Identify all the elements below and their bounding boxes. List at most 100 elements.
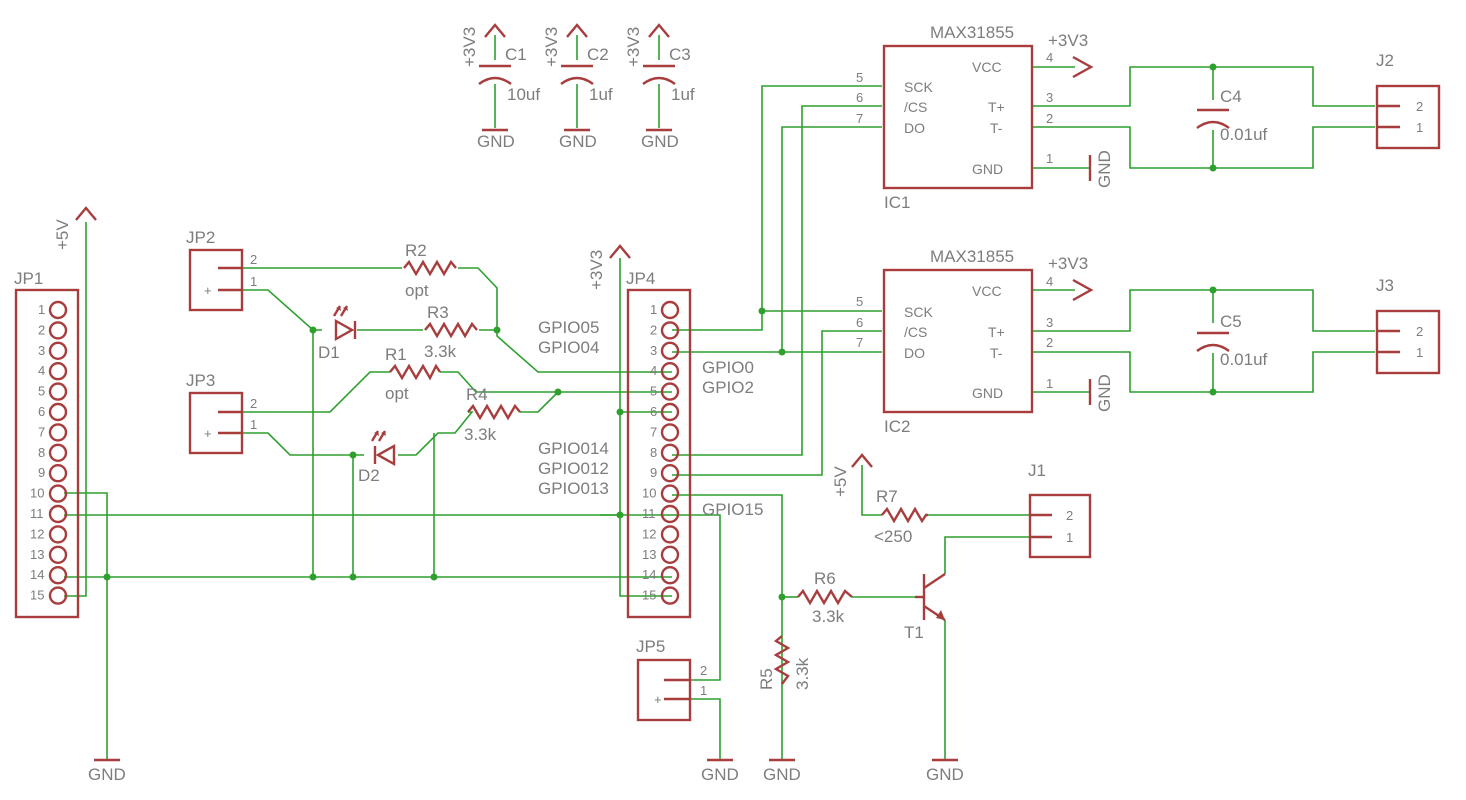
capacitor-c3: C3 1uf — [642, 45, 695, 104]
pin-number: 1 — [1046, 376, 1053, 391]
jp1-pin-number: 5 — [38, 384, 45, 399]
pin-number: 6 — [856, 90, 863, 105]
gnd-label: GND — [701, 765, 739, 784]
gnd-label: GND — [559, 132, 597, 151]
jp4-pin-number: 5 — [650, 384, 657, 399]
led-d1: D1 — [318, 305, 357, 362]
junction-dot — [430, 573, 438, 581]
pin-tminus: T- — [990, 345, 1003, 361]
capacitor-c1: C1 10uf — [478, 45, 540, 104]
jp4-pin-number: 15 — [642, 588, 656, 603]
pin-cs: /CS — [904, 99, 927, 115]
pin-gnd: GND — [972, 385, 1003, 401]
pin-number: 7 — [856, 335, 863, 350]
pin-number: 2 — [250, 396, 257, 411]
power-label-3v3: +3V3 — [587, 250, 606, 290]
jp1-pin-number: 11 — [30, 506, 44, 521]
ic2-value: MAX31855 — [930, 247, 1014, 266]
power-label-3v3: +3V3 — [460, 27, 479, 67]
jp4-pin-number: 14 — [642, 567, 656, 582]
jp1-pin-number: 15 — [30, 588, 44, 603]
r3-value: 3.3k — [424, 342, 457, 361]
jp4-pin-number: 7 — [650, 424, 657, 439]
jp1-pin-number: 3 — [38, 343, 45, 358]
gpio0-label: GPIO0 — [702, 358, 754, 377]
r4-name: R4 — [466, 385, 488, 404]
gpio-labels: GPIO05 GPIO04 GPIO0 GPIO2 GPIO014 GPIO01… — [538, 318, 763, 519]
jp4-pin-number: 13 — [642, 547, 656, 562]
pin-number: 2 — [1066, 508, 1073, 523]
c4-value: 0.01uf — [1220, 125, 1268, 144]
jp4-pin-1 — [660, 300, 680, 320]
gpio04-label: GPIO04 — [538, 338, 599, 357]
jp1-pin-12 — [48, 525, 68, 544]
j3-name: J3 — [1376, 276, 1394, 295]
r7-value: <250 — [874, 527, 912, 546]
pin-number: 1 — [1416, 120, 1423, 135]
resistor-r7: R7 <250 — [874, 487, 928, 546]
jp2-name: JP2 — [186, 228, 215, 247]
pin-plus: + — [654, 692, 662, 707]
pin-do: DO — [904, 120, 925, 136]
gnd-label: GND — [763, 765, 801, 784]
jp4-name: JP4 — [626, 269, 655, 288]
jp4-pin-10 — [660, 484, 680, 503]
j1-name: J1 — [1028, 461, 1046, 480]
junction-dot — [1209, 63, 1217, 71]
power-label-3v3: +3V3 — [542, 27, 561, 67]
jp1-pin-2 — [48, 321, 68, 340]
connector-j3: J3 2 1 — [1375, 276, 1441, 375]
pin-do: DO — [904, 345, 925, 361]
junction-dot — [103, 573, 111, 581]
jp1-pin-number: 6 — [38, 404, 45, 419]
gpio15-label: GPIO15 — [702, 500, 763, 519]
jp4-pin-number: 9 — [650, 465, 657, 480]
pin-number: 5 — [856, 294, 863, 309]
jp1-pin-number: 4 — [38, 363, 45, 378]
jp1-pin-number: 8 — [38, 445, 45, 460]
jp1-pin-number: 1 — [38, 302, 45, 317]
c1-name: C1 — [505, 45, 527, 64]
jp1-pin-1 — [48, 300, 68, 320]
jp4-pin-number: 12 — [642, 526, 656, 541]
pin-number: 1 — [1066, 530, 1073, 545]
jp1-pin-7 — [48, 423, 68, 442]
jp4-pin-number: 2 — [650, 322, 657, 337]
jp1-pin-13 — [48, 545, 68, 564]
jp4-pin-12 — [660, 525, 680, 544]
jp4-pin-7 — [660, 423, 680, 442]
pin-tplus: T+ — [988, 99, 1005, 115]
pin-number: 3 — [1046, 90, 1053, 105]
junction-dot — [309, 573, 317, 581]
power-label-3v3: +3V3 — [1048, 31, 1088, 50]
jp3-name: JP3 — [186, 371, 215, 390]
r5-name: R5 — [757, 668, 776, 690]
pin-number: 3 — [1046, 315, 1053, 330]
power-label-3v3: +3V3 — [1048, 254, 1088, 273]
d2-name: D2 — [358, 466, 380, 485]
jp4-pin-number: 3 — [650, 343, 657, 358]
power-label-5v: +5V — [831, 466, 850, 497]
r5-value: 3.3k — [793, 657, 812, 690]
jp4-pin-11 — [660, 504, 680, 524]
jp1-pin-15 — [48, 586, 68, 605]
capacitor-c4: C4 0.01uf — [1196, 87, 1268, 144]
jp1-pin-3 — [48, 341, 68, 360]
led-d2: D2 — [358, 430, 396, 485]
junction-dot — [616, 511, 624, 519]
ic2-name: IC2 — [884, 417, 910, 436]
junction-dot — [349, 451, 357, 459]
pin-number: 1 — [250, 274, 257, 289]
c3-value: 1uf — [671, 85, 695, 104]
pin-gnd: GND — [972, 161, 1003, 177]
pin-number: 1 — [700, 683, 707, 698]
connector-jp2: JP2 2 1 + — [186, 228, 257, 312]
jp1-pin-number: 14 — [30, 567, 44, 582]
jp1-pin-4 — [48, 362, 68, 381]
jp1-pin-10 — [48, 484, 68, 503]
jp4-pin-number: 11 — [642, 506, 656, 521]
gpio012-label: GPIO012 — [538, 459, 609, 478]
